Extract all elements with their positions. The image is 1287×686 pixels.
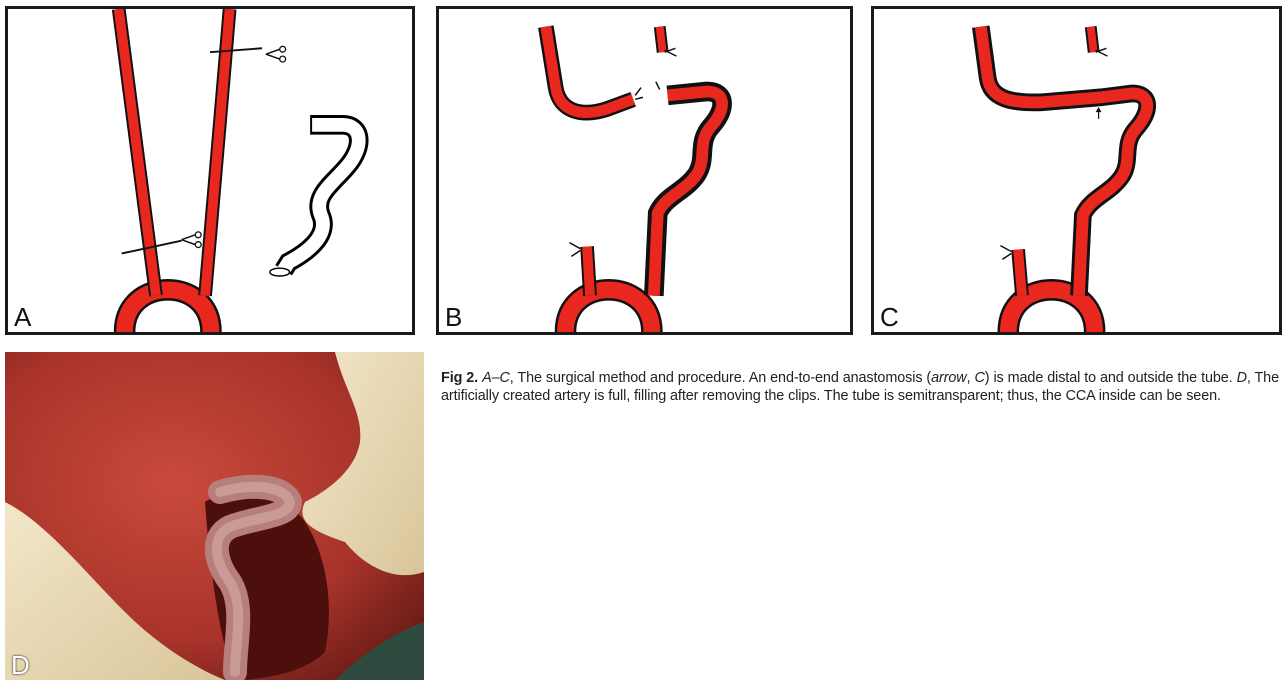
panel-d-photo: D (5, 352, 424, 680)
caption-italic: arrow (931, 370, 966, 386)
caption-italic: C (499, 370, 509, 386)
figure-number: Fig 2. (441, 370, 478, 386)
tube-graft (270, 115, 359, 276)
panel-b-diagram: B (436, 6, 853, 335)
anastomosis-arrow-icon (1096, 107, 1102, 119)
caption-italic: D (1237, 370, 1247, 386)
caption-italic: C (974, 370, 984, 386)
panel-label: C (880, 304, 899, 330)
panel-label: A (14, 304, 31, 330)
caption-text: , The surgical method and procedure. An … (510, 370, 931, 386)
panel-b-illustration (439, 9, 850, 332)
scissors-icon (182, 232, 202, 248)
figure-caption: Fig 2. A–C, The surgical method and proc… (441, 369, 1279, 405)
caption-text: ) is made distal to and outside the tube… (985, 370, 1237, 386)
panel-c-diagram: C (871, 6, 1282, 335)
panel-label: D (11, 652, 30, 678)
panel-label: B (445, 304, 462, 330)
panel-a-illustration (8, 9, 412, 332)
panel-c-illustration (874, 9, 1279, 332)
panel-a-diagram: A (5, 6, 415, 335)
surgical-photo (5, 352, 424, 680)
caption-italic: A (482, 370, 492, 386)
scissors-icon (266, 46, 286, 62)
